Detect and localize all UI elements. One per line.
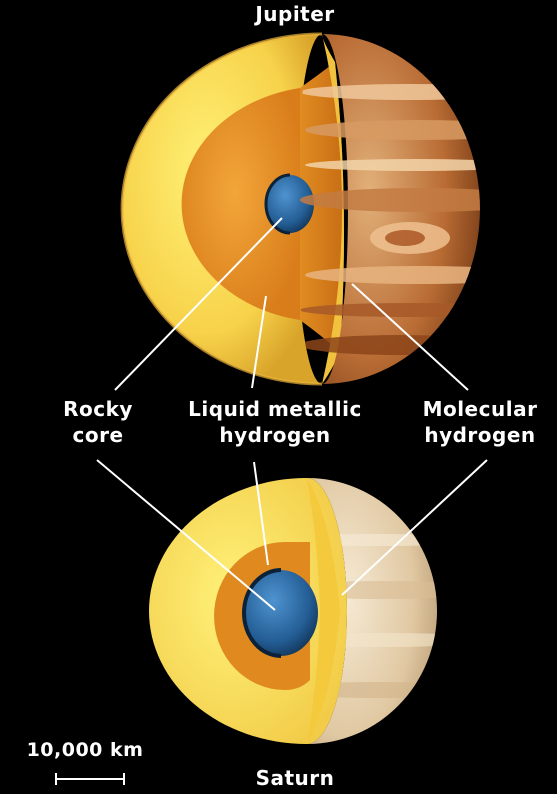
jupiter-title: Jupiter (0, 1, 557, 27)
jupiter-cutaway (122, 34, 540, 384)
molecular-label-line-1: Molecular (405, 396, 555, 422)
saturn-cutaway (149, 478, 495, 744)
rocky-core-label-line-2: core (38, 422, 158, 448)
molecular-label-line-2: hydrogen (405, 422, 555, 448)
liquid-label-line-1: Liquid metallic (160, 396, 390, 422)
rocky-core-label-line-1: Rocky (38, 396, 158, 422)
saturn-title: Saturn (0, 765, 557, 791)
molecular-hydrogen-label: Molecular hydrogen (405, 396, 555, 448)
rocky-core-label: Rocky core (38, 396, 158, 448)
scale-bar-label: 10,000 km (20, 737, 150, 763)
liquid-label-line-2: hydrogen (160, 422, 390, 448)
liquid-metallic-hydrogen-label: Liquid metallic hydrogen (160, 396, 390, 448)
